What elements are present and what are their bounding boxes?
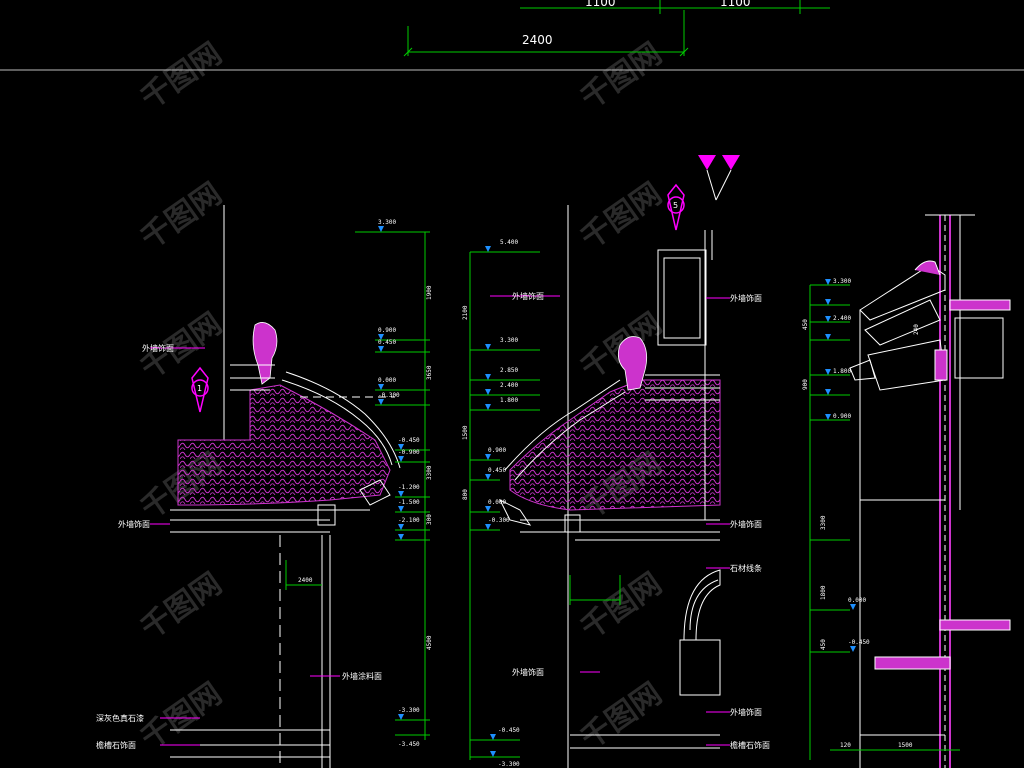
watermark: 千图网 — [575, 36, 669, 116]
dim-2100: 2100 — [462, 305, 469, 320]
section-symbol-2: 5 — [673, 201, 678, 210]
dimension-partial-right: 1100 — [720, 0, 751, 9]
section-symbol-1: 1 — [197, 384, 202, 393]
dimension-partial-left: 1100 — [585, 0, 616, 9]
leader-label: 外墙饰面 — [730, 707, 762, 717]
dim-3300: 3300 — [426, 465, 433, 480]
dim: 1800 — [820, 585, 827, 600]
dim-3650: 3650 — [426, 365, 433, 380]
section-1: 2400 1900 3650 3300 300 4500 3.300 0.900… — [96, 205, 433, 768]
leader-label: 石材线条 — [730, 563, 762, 573]
leader-label: 檐槽石饰面 — [96, 740, 136, 750]
dimension-2400: 2400 — [522, 33, 553, 47]
dim-4500: 4500 — [426, 635, 433, 650]
dim: 450 — [802, 319, 809, 330]
watermark-layer: 千图网 千图网 千图网 千图网 千图网 千图网 千图网 千图网 千图网 千图网 … — [135, 36, 669, 756]
dim: 3300 — [820, 515, 827, 530]
section-2: 2100 1500 800 5.400 3.300 2.850 2.40 — [462, 155, 770, 768]
dim-800: 800 — [462, 489, 469, 500]
level-mark: -1.500 — [398, 499, 420, 506]
watermark: 千图网 — [575, 566, 669, 646]
level-mark: 3.300 — [833, 278, 851, 285]
dim: 450 — [820, 639, 827, 650]
leader-label: 外墙涂料面 — [342, 671, 382, 681]
level-mark: -0.450 — [398, 437, 420, 444]
level-mark: 3.300 — [500, 337, 518, 344]
level-mark: 0.000 — [848, 597, 866, 604]
level-mark: 5.400 — [500, 239, 518, 246]
level-mark: -0.450 — [498, 727, 520, 734]
dim: 120 — [840, 742, 851, 749]
leader-label: 外墙饰面 — [730, 293, 762, 303]
level-mark: 2.400 — [500, 382, 518, 389]
dim-2400: 2400 — [298, 577, 313, 584]
level-mark: 0.900 — [378, 327, 396, 334]
level-mark: 0.000 — [378, 377, 396, 384]
level-mark: 1.800 — [833, 368, 851, 375]
dim: 1500 — [898, 742, 913, 749]
level-mark: -3.450 — [398, 741, 420, 748]
level-mark: 0.450 — [378, 339, 396, 346]
dim: 900 — [802, 379, 809, 390]
leader-label: 外墙饰面 — [512, 291, 544, 301]
level-mark: -0.300 — [488, 517, 510, 524]
leader-label: 深灰色真石漆 — [96, 713, 144, 723]
leader-label: 外墙饰面 — [730, 519, 762, 529]
level-mark: -0.450 — [848, 639, 870, 646]
level-mark: -3.300 — [398, 707, 420, 714]
level-mark: 3.300 — [378, 219, 396, 226]
leader-label: 外墙饰面 — [118, 519, 150, 529]
section-3: 450 900 3300 1800 450 1500 120 240 3.300… — [802, 214, 1011, 768]
level-mark: -1.200 — [398, 484, 420, 491]
top-dimension-strip: 1100 1100 2400 — [0, 0, 1024, 71]
watermark: 千图网 — [135, 176, 229, 256]
watermark: 千图网 — [575, 676, 669, 756]
level-mark: -2.100 — [398, 517, 420, 524]
level-mark: 2.400 — [833, 315, 851, 322]
level-mark: 2.850 — [500, 367, 518, 374]
level-mark: 0.450 — [488, 467, 506, 474]
dim-1500: 1500 — [462, 425, 469, 440]
leader-label: 檐槽石饰面 — [730, 740, 770, 750]
level-mark: 0.900 — [833, 413, 851, 420]
leader-label: 外墙饰面 — [142, 343, 174, 353]
dim-300: 300 — [426, 514, 433, 525]
level-mark: 0.900 — [488, 447, 506, 454]
dim-1900: 1900 — [426, 285, 433, 300]
watermark: 千图网 — [135, 36, 229, 116]
watermark: 千图网 — [135, 566, 229, 646]
level-mark: -3.300 — [498, 761, 520, 768]
watermark: 千图网 — [575, 176, 669, 256]
level-mark: -0.900 — [398, 449, 420, 456]
dim: 240 — [913, 324, 920, 335]
level-mark: -0.300 — [378, 392, 400, 399]
level-mark: 1.800 — [500, 397, 518, 404]
leader-label: 外墙饰面 — [512, 667, 544, 677]
level-mark: 0.000 — [488, 499, 506, 506]
